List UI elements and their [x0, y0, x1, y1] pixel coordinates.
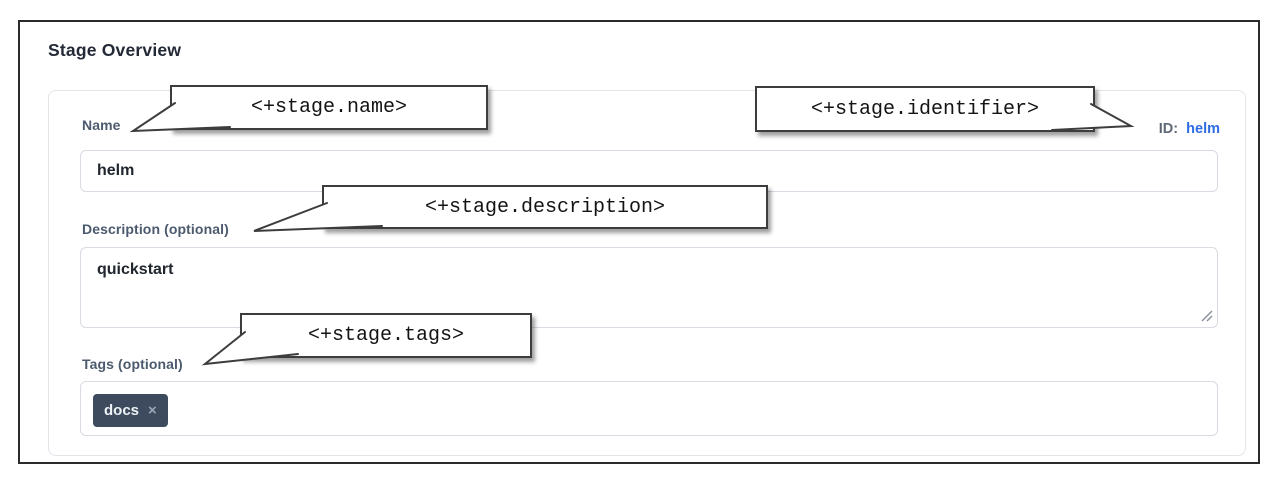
page-title: Stage Overview [48, 40, 182, 60]
stage-id: ID: helm [1020, 121, 1220, 137]
remove-tag-icon[interactable]: × [148, 402, 157, 419]
callout-stage-tags: <+stage.tags> [240, 313, 532, 358]
callout-stage-description-text: <+stage.description> [424, 195, 666, 219]
tag-chip: docs × [93, 394, 168, 427]
callout-stage-identifier: <+stage.identifier> [755, 86, 1095, 132]
textarea-resize-handle-icon[interactable] [1200, 309, 1214, 323]
tags-field-label: Tags (optional) [82, 356, 183, 372]
callout-stage-identifier-text: <+stage.identifier> [810, 97, 1040, 121]
tag-chip-label: docs [104, 402, 140, 419]
stage-id-label: ID: [1158, 121, 1179, 137]
description-field-label: Description (optional) [82, 221, 229, 237]
callout-stage-description: <+stage.description> [322, 185, 768, 229]
callout-stage-name: <+stage.name> [170, 85, 488, 130]
stage-id-value: helm [1186, 121, 1220, 137]
tags-input[interactable]: docs × [80, 381, 1218, 436]
callout-stage-tags-text: <+stage.tags> [307, 324, 465, 347]
callout-stage-name-text: <+stage.name> [250, 96, 408, 119]
name-field-label: Name [82, 117, 121, 133]
